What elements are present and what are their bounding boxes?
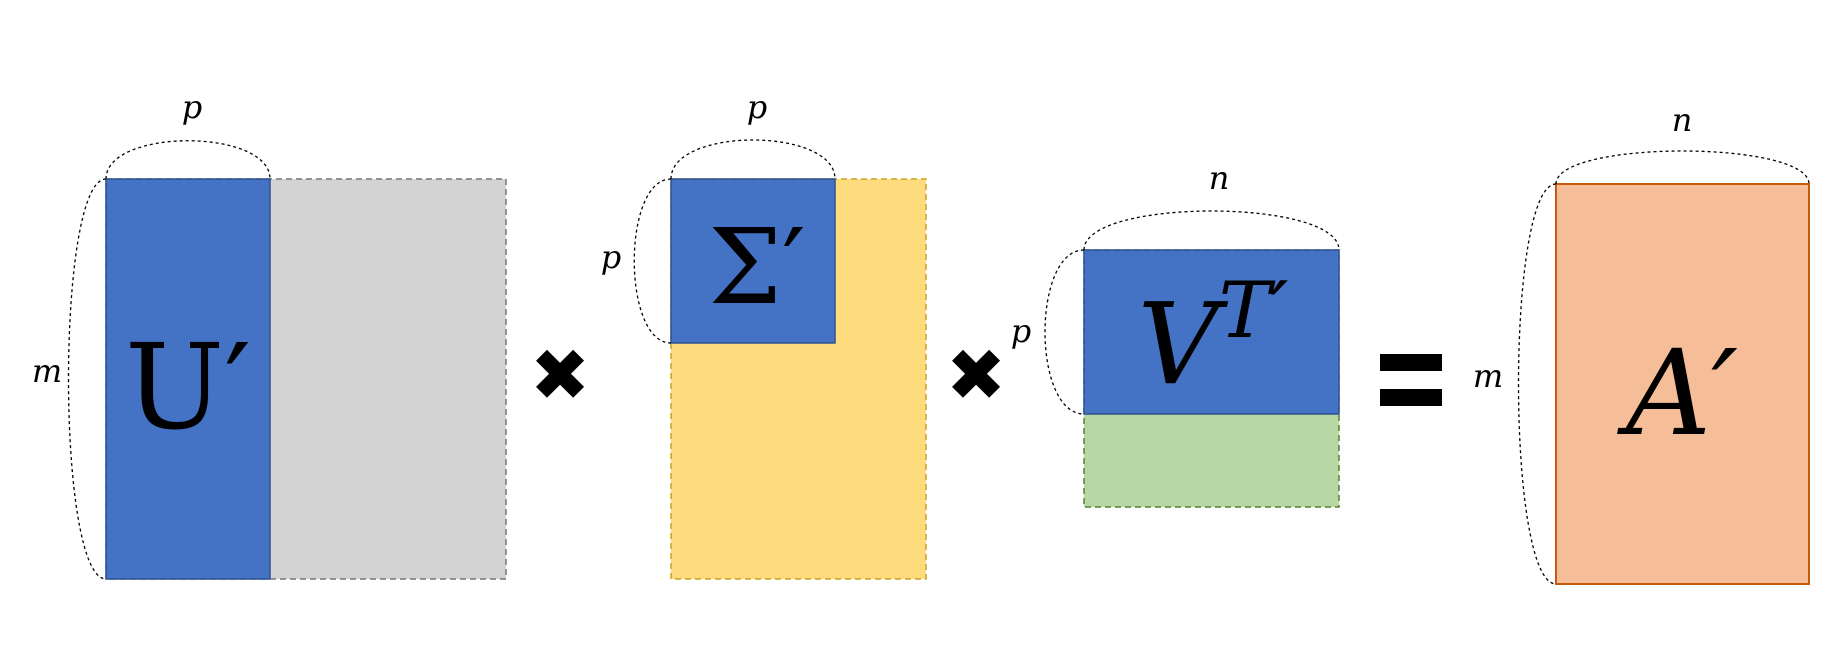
- u-side-brace: [67, 178, 107, 580]
- multiply-sign-1: ✖: [530, 333, 590, 417]
- vt-matrix-group: VT′ n p: [1011, 159, 1340, 508]
- a-prime-matrix: [1555, 183, 1810, 585]
- vt-side-dim-label: p: [1011, 312, 1031, 350]
- equals-bar-top: [1380, 354, 1442, 371]
- u-top-brace: [105, 140, 271, 180]
- vt-side-brace: [1044, 249, 1085, 415]
- sigma-truncated-block: [670, 178, 836, 344]
- sigma-prime-label: Σ′: [708, 206, 805, 328]
- u-side-dim-label: m: [32, 352, 62, 390]
- u-prime-label: U′: [125, 318, 251, 456]
- sigma-side-brace: [633, 178, 672, 344]
- multiply-sign-2: ✖: [946, 333, 1006, 417]
- sigma-side-dim-label: p: [601, 238, 621, 276]
- equals-sign: =: [1380, 354, 1442, 406]
- u-matrix-group: U′ p m: [32, 88, 507, 580]
- vt-top-brace: [1083, 210, 1340, 251]
- vt-prime-label: VT′: [1138, 266, 1289, 410]
- a-side-dim-label: m: [1473, 357, 1503, 395]
- equals-bar-bottom: [1380, 389, 1442, 406]
- sigma-top-dim-label: p: [747, 88, 767, 126]
- a-top-dim-label: n: [1672, 101, 1693, 139]
- a-matrix-group: A′ n m: [1473, 101, 1810, 585]
- a-top-brace: [1555, 150, 1810, 185]
- vt-base-letter: V: [1138, 280, 1229, 410]
- sigma-matrix-group: Σ′ p p: [601, 88, 927, 580]
- vt-superscript: T′: [1219, 266, 1289, 356]
- vt-top-dim-label: n: [1209, 159, 1230, 197]
- u-truncated-block: [105, 178, 271, 580]
- a-prime-label: A′: [1617, 324, 1738, 462]
- sigma-top-brace: [670, 139, 836, 180]
- vt-truncated-block: [1083, 249, 1340, 415]
- u-top-dim-label: p: [182, 88, 202, 126]
- a-side-brace: [1517, 183, 1557, 585]
